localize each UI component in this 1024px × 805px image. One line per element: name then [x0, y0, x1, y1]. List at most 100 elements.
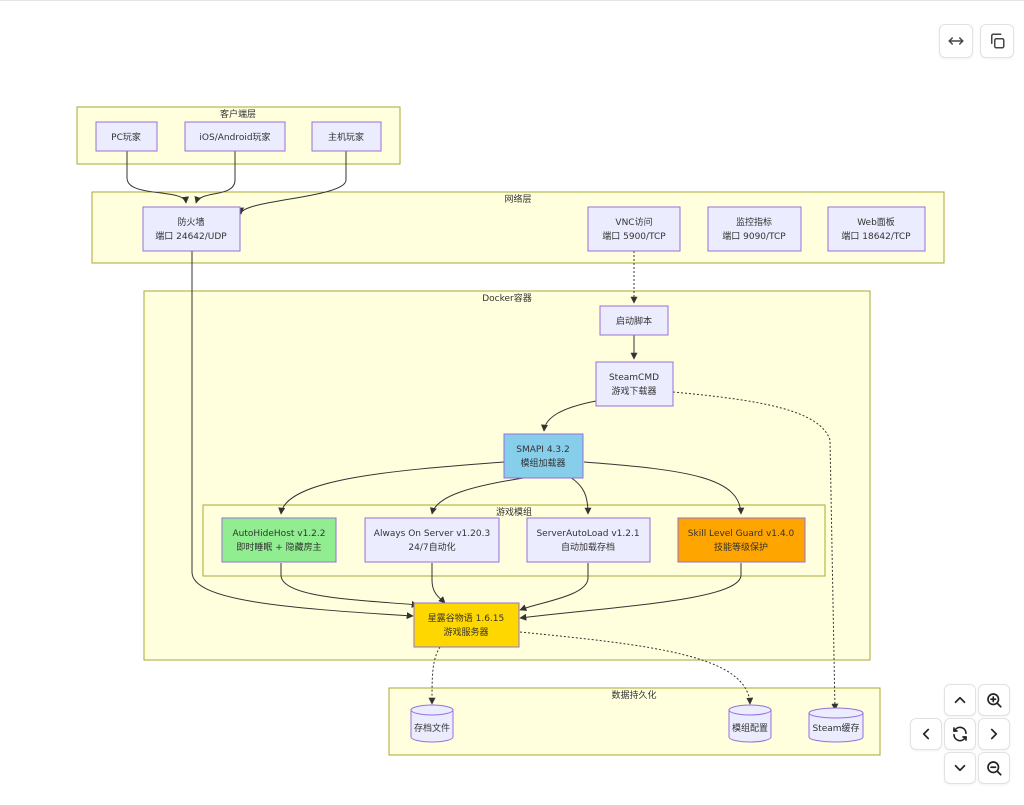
svg-text:即时睡眠 + 隐藏房主: 即时睡眠 + 隐藏房主: [236, 541, 321, 553]
node-metrics-title: 监控指标: [736, 216, 772, 228]
node-game-server: 星露谷物语 1.6.15 游戏服务器: [413, 602, 520, 648]
svg-text:iOS/Android玩家: iOS/Android玩家: [199, 131, 270, 143]
node-firewall: 防火墙 端口 24642/UDP: [142, 206, 241, 252]
svg-text:游戏下载器: 游戏下载器: [611, 385, 656, 397]
copy-icon: [991, 33, 1005, 49]
node-mobile-player-label: iOS/Android玩家: [199, 131, 270, 143]
node-vnc-port: 端口 5900/TCP: [602, 230, 666, 242]
zoom-in-button[interactable]: [978, 684, 1010, 716]
svg-text:自动加载存档: 自动加载存档: [561, 541, 615, 553]
zoom-out-icon: [987, 761, 1002, 776]
node-steamcmd-subtitle: 游戏下载器: [611, 385, 656, 397]
svg-text:星露谷物语 1.6.15: 星露谷物语 1.6.15: [428, 612, 505, 624]
node-web-panel-title: Web面板: [857, 216, 895, 228]
edge-console-firewall: [237, 151, 347, 215]
node-steam-cache-label: Steam缓存: [812, 722, 859, 734]
reset-view-button[interactable]: [944, 718, 976, 750]
node-pc-player: PC玩家: [95, 121, 158, 152]
node-smapi-subtitle: 模组加载器: [520, 457, 565, 469]
node-server-autoload: ServerAutoLoad v1.2.1 自动加载存档: [526, 517, 651, 563]
node-metrics: 监控指标 端口 9090/TCP: [707, 206, 802, 252]
svg-text:24/7自动化: 24/7自动化: [408, 541, 455, 553]
node-vnc-title: VNC访问: [615, 216, 652, 228]
node-pc-player-label: PC玩家: [111, 131, 141, 143]
node-mod-config-label: 模组配置: [732, 722, 768, 734]
zoom-out-button[interactable]: [978, 752, 1010, 784]
node-mod-config: 模组配置: [728, 704, 772, 743]
svg-text:AutoHideHost v1.2.2: AutoHideHost v1.2.2: [233, 529, 326, 539]
top-divider: [0, 0, 1024, 1]
node-steamcmd: SteamCMD 游戏下载器: [595, 361, 674, 407]
edge-mobile-firewall: [194, 151, 236, 204]
cluster-persistence: 数据持久化: [388, 687, 881, 756]
svg-text:SteamCMD: SteamCMD: [609, 373, 659, 383]
zoom-in-icon: [987, 693, 1002, 708]
svg-text:ServerAutoLoad v1.2.1: ServerAutoLoad v1.2.1: [536, 529, 639, 539]
chevron-down-icon: [954, 764, 966, 772]
edge-smapi-alwayson: [429, 476, 531, 515]
svg-text:端口 9090/TCP: 端口 9090/TCP: [722, 230, 786, 242]
edge-smapi-autoload: [569, 476, 592, 515]
svg-text:模组加载器: 模组加载器: [520, 457, 565, 469]
edge-smapi-autohidehost: [278, 461, 505, 515]
node-game-server-title: 星露谷物语 1.6.15: [428, 612, 505, 624]
node-firewall-port: 端口 24642/UDP: [155, 230, 227, 242]
node-console-player: 主机玩家: [311, 121, 382, 152]
cluster-network-label: 网络层: [504, 193, 531, 205]
cluster-docker-label: Docker容器: [482, 292, 532, 304]
svg-text:端口 5900/TCP: 端口 5900/TCP: [602, 230, 666, 242]
edge-autohidehost-gameserver: [280, 563, 419, 608]
node-save-files: 存档文件: [410, 704, 454, 743]
svg-text:游戏服务器: 游戏服务器: [443, 626, 488, 638]
svg-text:PC玩家: PC玩家: [111, 131, 141, 143]
edge-steamcmd-smapi: [541, 400, 597, 432]
node-web-panel-port: 端口 18642/TCP: [841, 230, 911, 242]
node-skill-guard-title: Skill Level Guard v1.4.0: [688, 529, 795, 539]
svg-text:端口 24642/UDP: 端口 24642/UDP: [155, 230, 227, 242]
node-always-on-subtitle: 24/7自动化: [408, 541, 455, 553]
svg-text:端口 18642/TCP: 端口 18642/TCP: [841, 230, 911, 242]
node-autohidehost-title: AutoHideHost v1.2.2: [233, 529, 326, 539]
svg-text:模组配置: 模组配置: [732, 722, 768, 734]
pan-left-button[interactable]: [910, 718, 942, 750]
node-autohidehost-subtitle: 即时睡眠 + 隐藏房主: [236, 541, 321, 553]
chevron-up-icon: [954, 696, 966, 704]
chevron-left-icon: [922, 728, 930, 740]
node-mobile-player: iOS/Android玩家: [184, 121, 286, 152]
node-autohidehost: AutoHideHost v1.2.2 即时睡眠 + 隐藏房主: [221, 517, 337, 563]
node-steam-cache: Steam缓存: [808, 707, 864, 743]
fullscreen-button[interactable]: [939, 24, 973, 58]
copy-button[interactable]: [980, 24, 1014, 58]
node-game-server-subtitle: 游戏服务器: [443, 626, 488, 638]
svg-text:监控指标: 监控指标: [736, 216, 772, 228]
svg-text:Skill Level Guard v1.4.0: Skill Level Guard v1.4.0: [688, 529, 795, 539]
node-skill-guard: Skill Level Guard v1.4.0 技能等级保护: [677, 517, 806, 563]
pan-right-button[interactable]: [978, 718, 1010, 750]
svg-text:Always On Server v1.20.3: Always On Server v1.20.3: [374, 529, 490, 539]
node-console-player-label: 主机玩家: [328, 131, 364, 143]
edges-dotted: [428, 251, 839, 711]
edge-pc-firewall: [126, 151, 190, 204]
edge-smapi-skillguard: [583, 461, 745, 515]
edges-solid: [126, 151, 745, 621]
node-smapi-title: SMAPI 4.3.2: [516, 445, 569, 455]
edge-firewall-gameserver: [191, 251, 414, 620]
node-skill-guard-subtitle: 技能等级保护: [714, 541, 768, 553]
edge-gameserver-modconfig: [519, 631, 754, 705]
node-vnc: VNC访问 端口 5900/TCP: [587, 206, 681, 252]
cluster-persistence-label: 数据持久化: [611, 689, 656, 701]
edge-alwayson-gameserver: [431, 563, 446, 604]
edge-autoload-gameserver: [519, 563, 589, 611]
svg-text:Steam缓存: Steam缓存: [812, 722, 859, 734]
svg-text:Web面板: Web面板: [857, 216, 895, 228]
pan-down-button[interactable]: [944, 752, 976, 784]
svg-text:VNC访问: VNC访问: [615, 216, 652, 228]
node-save-files-label: 存档文件: [414, 722, 450, 734]
pan-up-button[interactable]: [944, 684, 976, 716]
node-server-autoload-subtitle: 自动加载存档: [561, 541, 615, 553]
cluster-client-label: 客户端层: [220, 108, 256, 120]
node-steamcmd-title: SteamCMD: [609, 373, 659, 383]
node-firewall-title: 防火墙: [177, 216, 204, 228]
node-smapi: SMAPI 4.3.2 模组加载器: [503, 433, 584, 479]
